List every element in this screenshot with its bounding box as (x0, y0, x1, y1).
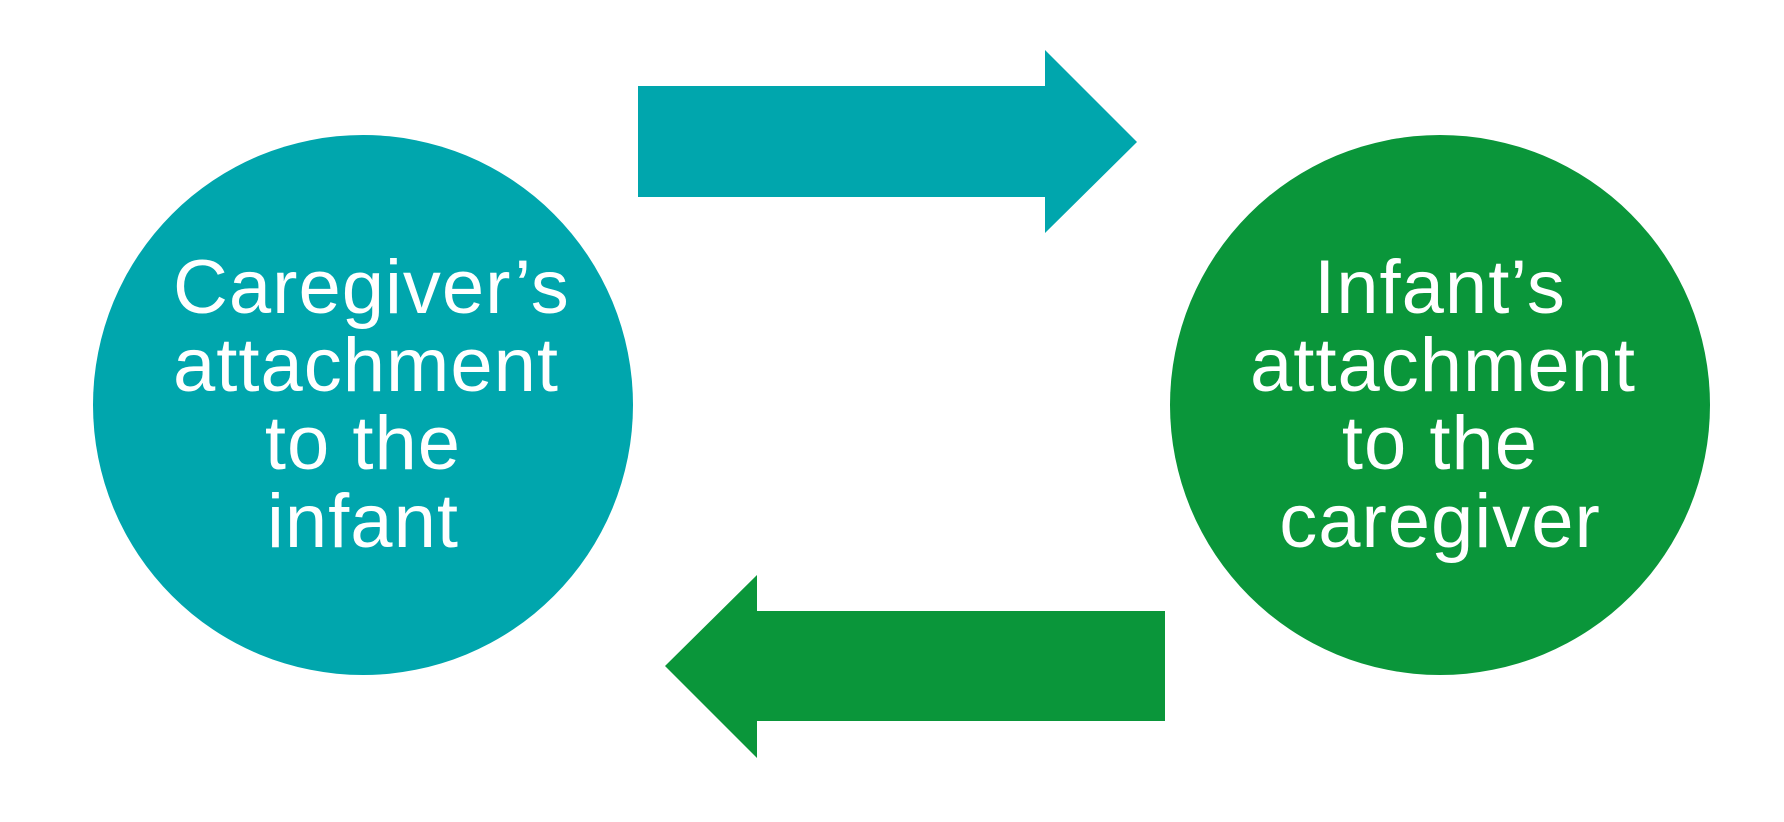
caregiver-label-line-2: attachment (173, 323, 559, 408)
caregiver-label-line-1: Caregiver’s (173, 245, 570, 330)
caregiver-label-line-3: to the (264, 401, 462, 486)
arrow-infant-to-caregiver (665, 575, 1165, 758)
infant-label-line-1: Infant’s (1314, 245, 1566, 330)
infant-label-line-3: to the (1341, 401, 1539, 486)
arrow-caregiver-to-infant (638, 50, 1137, 233)
infant-attachment-label: Infant’s attachment to the caregiver (1250, 245, 1636, 564)
caregiver-attachment-node: Caregiver’s attachment to the infant (93, 135, 633, 675)
infant-attachment-node: Infant’s attachment to the caregiver (1170, 135, 1710, 675)
caregiver-label-line-4: infant (267, 479, 459, 564)
infant-label-line-2: attachment (1250, 323, 1636, 408)
caregiver-attachment-label: Caregiver’s attachment to the infant (173, 245, 570, 564)
infant-label-line-4: caregiver (1279, 479, 1601, 564)
